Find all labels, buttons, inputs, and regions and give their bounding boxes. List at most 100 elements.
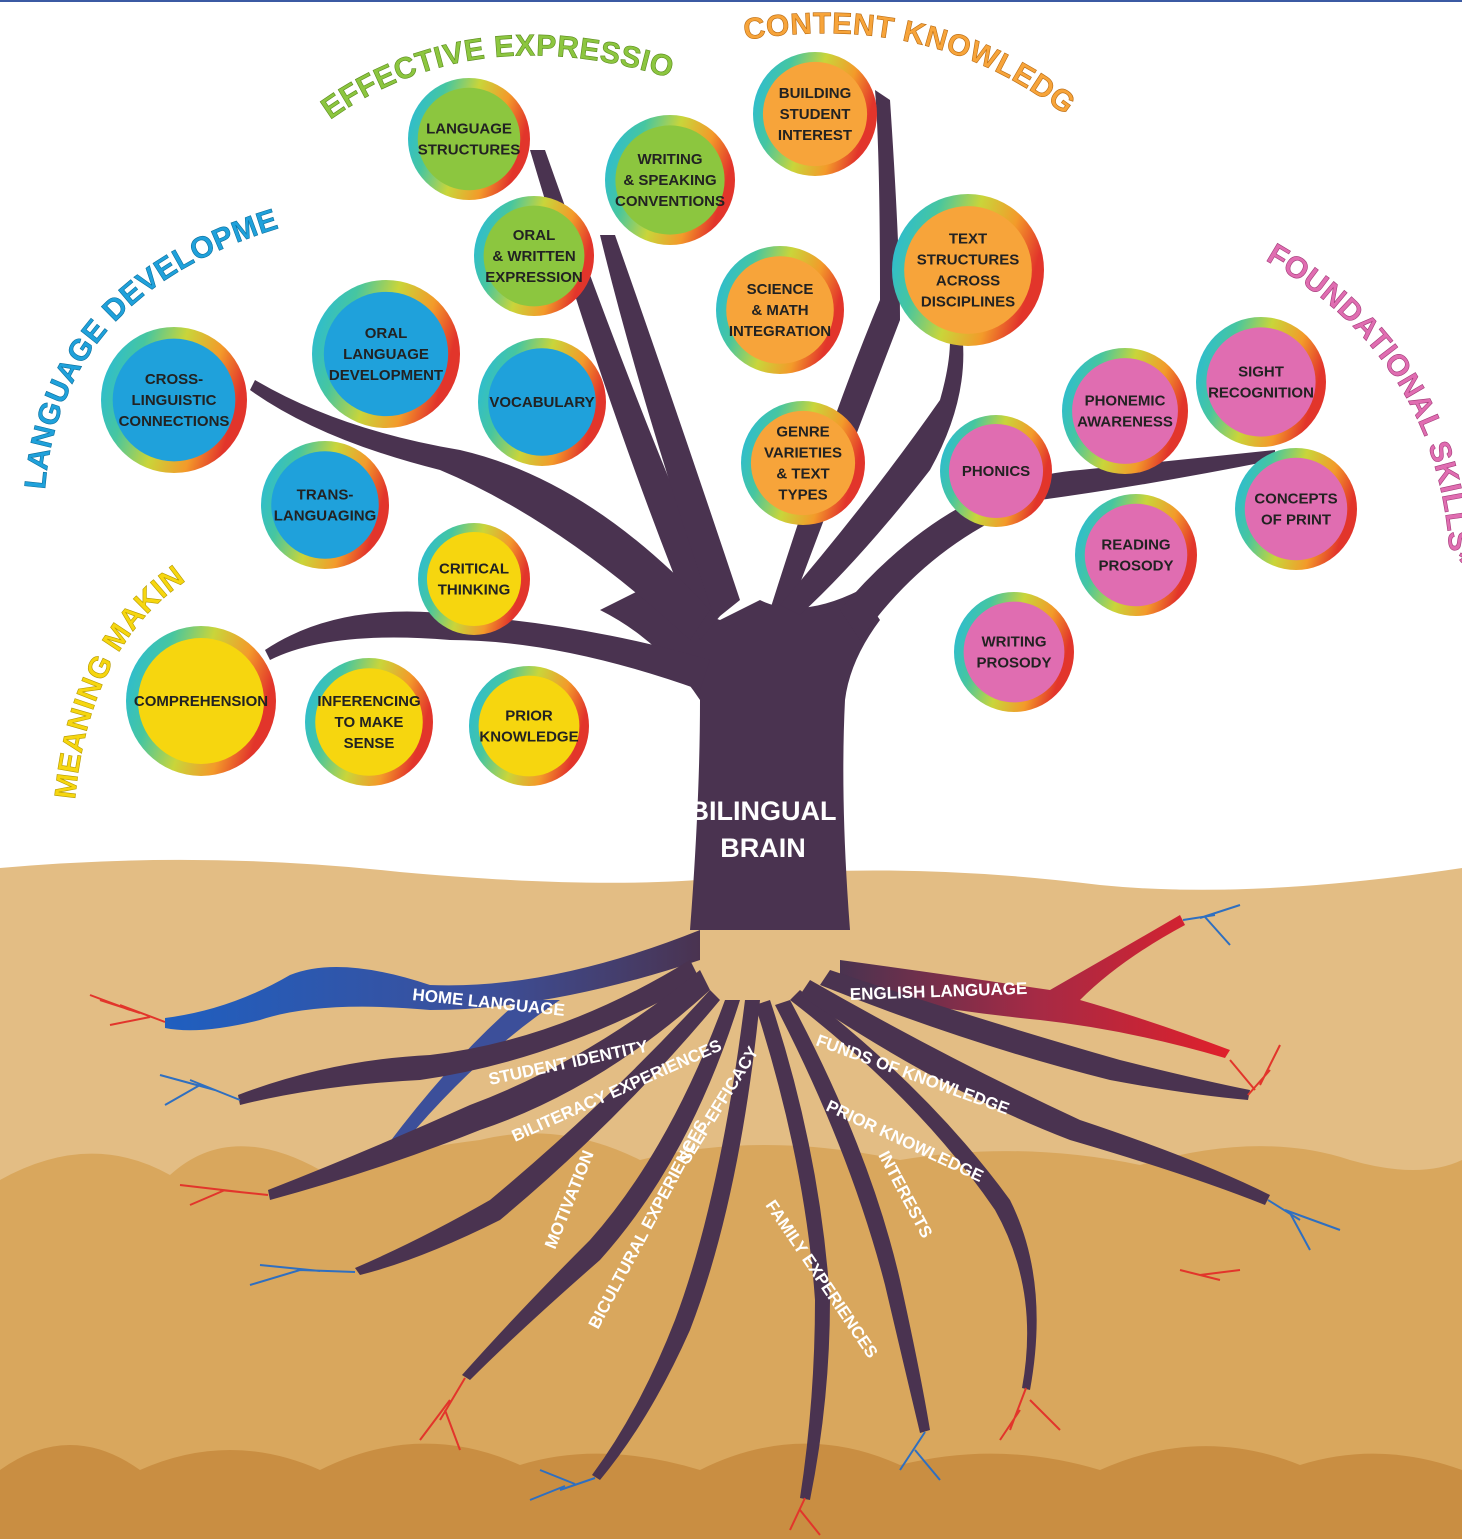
leaf-label: SENSE [344,735,395,752]
root-funds-of-knowledge [800,980,1270,1205]
rootlet-right-5 [1179,1269,1241,1281]
leaf-fill [1206,327,1316,437]
rootlet-left-3 [179,1184,269,1206]
leaf-prior-knowledge-leaf: PRIOR KNOWLEDGE [469,666,589,786]
leaf-label: ORAL [513,227,556,244]
leaf-fill [1072,358,1178,464]
branch-up-center [770,90,900,610]
rootlet-right-2 [1267,1199,1341,1251]
trunk-label-line1: BILINGUAL [690,796,837,826]
leaf-label: EXPRESSION [485,269,583,286]
leaf-cross-linguistic: CROSS- LINGUISTIC CONNECTIONS [101,327,247,473]
leaf-phonics: PHONICS [940,415,1052,527]
leaf-translanguaging: TRANS- LANGUAGING [261,441,389,569]
branch-lower-left [265,611,710,690]
rootlet-bottom-3 [789,1497,821,1536]
branch-up-right [780,300,964,615]
leaf-label: AWARENESS [1077,414,1173,431]
leaf-label: WRITING [982,634,1047,651]
leaf-fill [904,206,1032,334]
leaf-fill [726,256,834,364]
rootlet-left-4 [249,1264,356,1286]
top-border [0,0,1462,2]
leaf-label: OF PRINT [1261,512,1331,529]
rootlet-bottom-1 [419,1377,466,1451]
leaf-label: THINKING [438,582,511,599]
leaf-fill [1084,503,1188,607]
leaf-label: PROSODY [1098,558,1173,575]
leaf-comprehension: COMPREHENSION [126,626,276,776]
leaf-label: DEVELOPMENT [329,367,443,384]
leaf-fill [323,291,449,417]
leaf-label: & SPEAKING [623,172,716,189]
leaf-label: VARIETIES [764,445,842,462]
leaf-label: CROSS- [145,371,203,388]
soil-layer-dark [0,1443,1462,1539]
leaf-fill [963,601,1065,703]
leaf-reading-prosody: READING PROSODY [1075,494,1197,616]
leaf-label: STRUCTURES [418,142,521,159]
leaf-label: BUILDING [779,85,852,102]
leaf-label: ORAL [365,325,408,342]
leaf-label: SCIENCE [747,281,814,298]
soil-layer-mid [0,1133,1462,1539]
leaf-fill [138,638,264,764]
root-home-language [165,930,700,1031]
leaf-label: WRITING [638,151,703,168]
leaf-fill [615,125,725,235]
leaf-label: & MATH [751,302,808,319]
rootlet-right-3 [1229,1044,1281,1096]
leaf-label: TO MAKE [335,714,404,731]
leaf-label: LANGUAGE [426,121,512,138]
leaf-label: PHONICS [962,463,1030,480]
leaf-label: LINGUISTIC [132,392,217,409]
leaf-label: SIGHT [1238,364,1284,381]
leaf-fill [271,451,379,559]
rootlet-bottom-4 [899,1431,941,1481]
rootlet-right-4 [1182,904,1241,946]
leaf-label: LANGUAGE [343,346,429,363]
leaf-fill [1244,457,1348,561]
root-funds-upper [820,970,1250,1100]
leaf-label: INFERENCING [317,693,420,710]
trunk [600,590,880,930]
leaf-fill [315,668,423,776]
leaf-inferencing: INFERENCING TO MAKE SENSE [305,658,433,786]
leaf-label: CONNECTIONS [119,413,230,430]
leaf-label: INTEREST [778,127,852,144]
rootlet-bottom-2 [529,1469,596,1501]
root-interests [775,1000,930,1433]
root-biliteracy [268,970,710,1200]
trunk-label-line2: BRAIN [720,833,806,863]
leaf-label: READING [1101,537,1170,554]
rootlet-left-2 [159,1074,241,1106]
leaf-label: STUDENT [780,106,851,123]
leaf-label: LANGUAGING [274,508,377,525]
leaf-label: COMPREHENSION [134,693,268,710]
leaf-label: VOCABULARY [489,394,594,411]
root-student-identity [238,960,700,1105]
leaf-label: TYPES [778,487,827,504]
leaf-label: PRIOR [505,708,553,725]
root-bicultural [592,1000,760,1480]
leaf-oral-language-development: ORAL LANGUAGE DEVELOPMENT [312,280,460,428]
leaf-fill [488,348,596,456]
leaf-label: KNOWLEDGE [479,729,578,746]
leaf-label: TRANS- [297,487,354,504]
leaf-building-student-interest: BUILDING STUDENT INTEREST [753,52,877,176]
root-family [755,1000,830,1500]
leaf-fill [483,205,585,307]
root-english-language [840,915,1230,1058]
branch-left [250,380,710,640]
rootlet-right-1 [999,1387,1061,1441]
root-prior-knowledge [790,990,1037,1390]
leaf-fill [426,531,522,627]
leaf-label: ACROSS [936,273,1000,290]
